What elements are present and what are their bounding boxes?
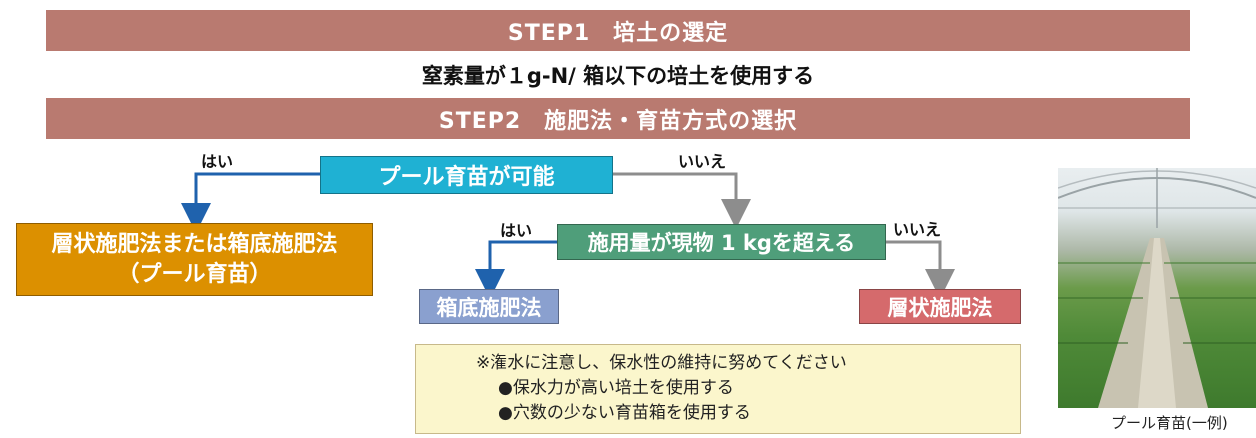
- result-layered-fertilization: 層状施肥法: [859, 289, 1021, 324]
- pool-nursery-photo: [1058, 168, 1256, 408]
- q1-yes-arrow: [181, 172, 320, 233]
- q2-no-arrow: [886, 240, 955, 299]
- note-line-1: ※潅水に注意し、保水性の維持に努めてください: [476, 353, 847, 373]
- q1-no-arrow: [613, 172, 751, 229]
- question-application-amount-label: 施用量が現物 1 kgを超える: [587, 231, 856, 255]
- question-pool-nursery-label: プール育苗が可能: [378, 165, 555, 190]
- question-application-amount: 施用量が現物 1 kgを超える: [557, 224, 886, 260]
- step1-banner: STEP1 培土の選定: [46, 10, 1190, 51]
- q1-yes-label: はい: [201, 152, 234, 171]
- result-pool-nursery: 層状施肥法または箱底施肥法 （プール育苗）: [16, 223, 373, 296]
- watering-note: ※潅水に注意し、保水性の維持に努めてください ●保水力が高い培土を使用する ●穴…: [415, 344, 1021, 434]
- result-pool-line2: （プール育苗）: [117, 261, 272, 287]
- note-line-2: ●保水力が高い培土を使用する: [498, 378, 734, 398]
- q2-yes-arrow: [475, 240, 557, 299]
- greenhouse-illustration: [1058, 168, 1256, 408]
- step1-description: 窒素量が１g-N/ 箱以下の培土を使用する: [421, 64, 815, 88]
- result-box-bottom-label: 箱底施肥法: [436, 295, 542, 320]
- result-box-bottom-fertilization: 箱底施肥法: [419, 289, 559, 324]
- q2-yes-label: はい: [500, 221, 533, 240]
- q2-no-label: いいえ: [893, 220, 942, 239]
- step2-title: STEP2 施肥法・育苗方式の選択: [438, 108, 798, 134]
- result-layered-label: 層状施肥法: [887, 295, 993, 320]
- photo-caption: プール育苗(一例): [1111, 414, 1228, 432]
- question-pool-nursery: プール育苗が可能: [320, 156, 613, 194]
- result-pool-line1: 層状施肥法または箱底施肥法: [51, 231, 338, 257]
- step1-title: STEP1 培土の選定: [507, 20, 729, 46]
- note-line-3: ●穴数の少ない育苗箱を使用する: [498, 403, 751, 423]
- step2-banner: STEP2 施肥法・育苗方式の選択: [46, 98, 1190, 139]
- q1-no-label: いいえ: [678, 152, 727, 171]
